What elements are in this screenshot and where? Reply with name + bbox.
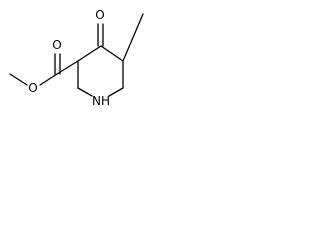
ketone-oxygen-label: O xyxy=(95,8,104,22)
bond-c4-c5 xyxy=(100,45,124,62)
bond-oxygen-methyl xyxy=(9,73,28,86)
bond-n-c2 xyxy=(77,87,93,97)
bond-c3-c4 xyxy=(77,45,102,62)
bond-c6-n xyxy=(108,87,124,97)
amine-nh-label: NH xyxy=(92,94,110,108)
molecule-diagram: O O O NH xyxy=(9,8,144,108)
bond-methyl xyxy=(122,13,144,62)
bond-carbonyl-oxygen xyxy=(39,73,58,86)
ester-oxygen-label: O xyxy=(28,81,37,95)
carbonyl-oxygen-label: O xyxy=(52,38,61,52)
